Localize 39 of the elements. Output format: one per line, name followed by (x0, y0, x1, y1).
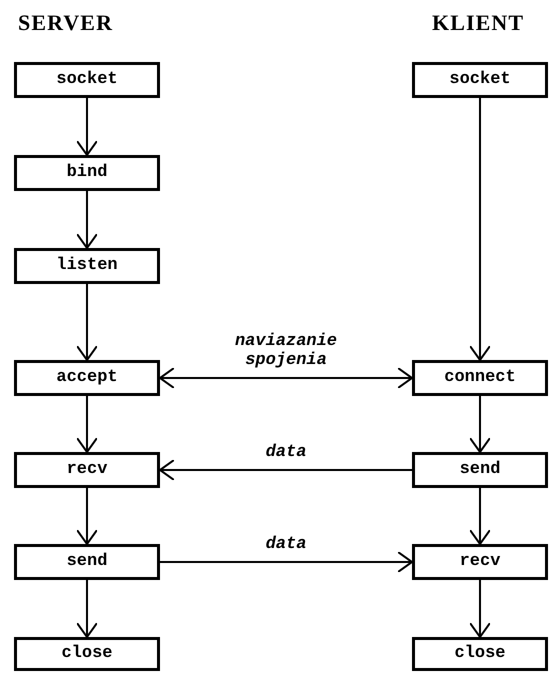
process-box (14, 544, 160, 580)
arrow (469, 580, 491, 638)
function-name: close (61, 643, 112, 666)
function-name: close (454, 643, 506, 666)
arrow (160, 551, 413, 573)
process-box (14, 637, 160, 671)
function-name: accept (56, 367, 118, 390)
process-box (412, 544, 548, 580)
column-heading: KLIENT (432, 9, 524, 37)
column-heading: SERVER (18, 9, 114, 37)
arrow (76, 488, 98, 545)
function-name: send (66, 551, 108, 574)
arrow (469, 98, 491, 361)
function-name: bind (66, 162, 108, 184)
arrow (76, 284, 98, 361)
function-name: send (460, 459, 500, 482)
process-box (14, 360, 160, 396)
arrow (76, 396, 98, 453)
process-box (14, 62, 160, 98)
function-name: connect (444, 367, 516, 390)
process-box (14, 452, 160, 488)
process-box (412, 62, 548, 98)
function-name: recv (66, 459, 108, 482)
arrow (76, 191, 98, 249)
arrow (469, 488, 491, 545)
function-name: recv (460, 551, 500, 574)
function-name: listen (56, 255, 118, 278)
arrow (159, 459, 412, 481)
process-box (14, 155, 160, 191)
arrow (76, 98, 98, 156)
process-box (412, 360, 548, 396)
arrow (159, 367, 413, 389)
arrow (469, 396, 491, 453)
function-name: socket (56, 69, 118, 92)
arrow (76, 580, 98, 638)
process-box (14, 248, 160, 284)
function-name: socket (449, 69, 511, 92)
process-box (412, 452, 548, 488)
process-box (412, 637, 548, 671)
